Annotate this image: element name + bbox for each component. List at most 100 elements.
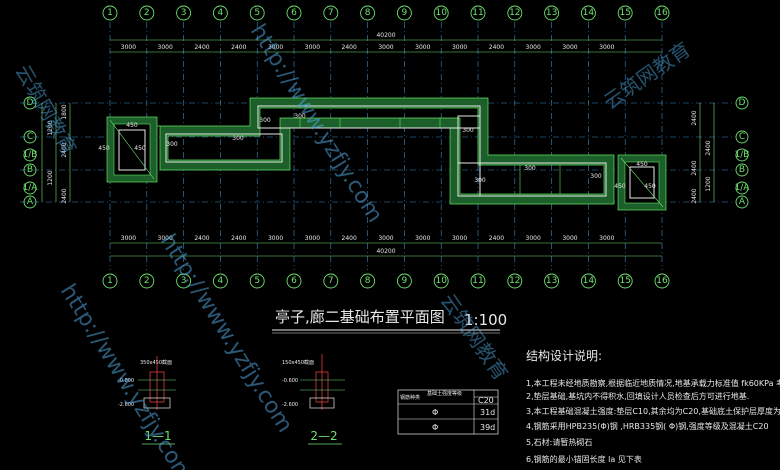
section-2-2: 150x450截面 -0.600 -2.600 2—2 [282,354,345,445]
note-6: 6,钢筋的最小锚固长度 la 见下表 [526,454,642,464]
svg-text:300: 300 [294,113,306,120]
axis-bubble [433,5,449,21]
axis-bubble [23,195,37,209]
axis-bubble [507,5,523,21]
span-dimension: 3000 [378,235,393,242]
axis-bubble [360,5,376,21]
note-5: 5,石材:请暂热砌石 [526,437,592,447]
axis-label: 6 [291,276,297,286]
svg-text:300: 300 [232,135,244,142]
axis-bubble [735,163,749,177]
axis-label: 4 [218,8,224,18]
vertical-dimension: 1800 [61,104,68,119]
svg-text:450: 450 [98,145,110,152]
svg-text:300: 300 [524,165,536,172]
axis-label: 1/B [735,150,750,160]
axis-label: D [739,98,746,108]
axis-bubble [23,181,37,195]
axis-label: 13 [546,8,557,18]
axis-label: 5 [254,8,260,18]
axis-bubble [176,5,192,21]
axis-label: 7 [328,8,334,18]
span-dimension: 3000 [415,235,430,242]
svg-text:300: 300 [474,177,486,184]
span-dimension: 3000 [378,44,393,51]
svg-text:-2.600: -2.600 [118,402,134,408]
right-vertical-dims [699,103,715,202]
watermark-url: http://www.yzfjy.com [55,280,197,470]
overall-dim-top: 40200 [376,32,395,39]
span-dimension: 3000 [158,44,173,51]
axis-bubble [470,5,486,21]
svg-text:450: 450 [134,145,146,152]
span-dimension: 3000 [526,235,541,242]
svg-text:-0.800: -0.800 [118,378,134,384]
axis-label: 9 [402,276,408,286]
axis-bubble [139,5,155,21]
axis-bubble [617,273,633,289]
axis-label: C [27,132,33,142]
axis-bubble [102,5,118,21]
span-dimension: 3000 [562,235,577,242]
axis-bubble [212,5,228,21]
svg-text:300: 300 [590,173,602,180]
axis-bubble [23,148,37,162]
right-pavilion-foundation: 450 450 450 [614,154,667,211]
span-dimension: 2400 [489,235,504,242]
axis-bubble [396,5,412,21]
watermark-brand: 云筑网教育 [436,289,513,385]
section-1-1: 350x450截面 -0.800 -2.600 1—1 [118,356,176,445]
axis-bubble [544,5,560,21]
svg-text:150x450截面: 150x450截面 [282,359,314,366]
span-dimension: 3000 [268,235,283,242]
axis-label: B [27,165,33,175]
axis-label: 12 [509,276,520,286]
axis-label: A [27,197,34,207]
svg-text:39d: 39d [480,423,495,432]
span-dimension: 3000 [121,44,136,51]
axis-bubble [323,273,339,289]
axis-bubble [735,195,749,209]
axis-bubble [176,273,192,289]
axis-label: 6 [291,8,297,18]
vertical-dimension: 2400 [61,142,68,157]
span-dimension: 3000 [305,235,320,242]
vertical-dimension: 2400 [705,140,712,155]
axis-label: 11 [472,8,483,18]
drawing-scale: 1:100 [464,311,507,329]
bottom-dimension-chain: 40200 [110,242,662,257]
axis-label: 12 [509,8,520,18]
note-4: 4,钢筋采用HPB235(Φ)钢 ,HRB335钢( Φ)钢,强度等级及混凝土C… [526,421,769,431]
axis-bubble [23,130,37,144]
axis-label: 14 [583,276,595,286]
svg-text:300: 300 [166,141,178,148]
axis-label: 8 [365,276,371,286]
axis-label: 1 [107,8,113,18]
axis-bubble [617,5,633,21]
span-dimension: 2400 [231,235,246,242]
svg-text:31d: 31d [480,408,495,417]
axis-bubble [433,273,449,289]
span-dimension: 3000 [158,235,173,242]
svg-text:基础土强度等级: 基础土强度等级 [427,390,462,397]
axis-label: 3 [181,8,187,18]
axis-label: B [739,165,745,175]
svg-text:C20: C20 [478,396,494,405]
axis-label: 13 [546,276,557,286]
svg-text:300: 300 [462,127,474,134]
axis-bubble [360,273,376,289]
axis-label: 1/A [23,183,39,193]
structural-notes: 结构设计说明: 1,本工程未经地质勘察,根据临近地质情况,地基承载力标准值 fk… [526,348,780,464]
axis-bubble [139,273,155,289]
axis-bubble [544,273,560,289]
axis-bubble [735,130,749,144]
axis-label: 2 [144,276,150,286]
axis-bubble [507,273,523,289]
axis-bubble [580,273,596,289]
notes-heading: 结构设计说明: [526,348,602,363]
vertical-dimension: 2400 [691,188,698,203]
note-2: 2,垫层基础,基坑内不得积水,回填设计人员检查后方可进行地基. [526,391,749,401]
